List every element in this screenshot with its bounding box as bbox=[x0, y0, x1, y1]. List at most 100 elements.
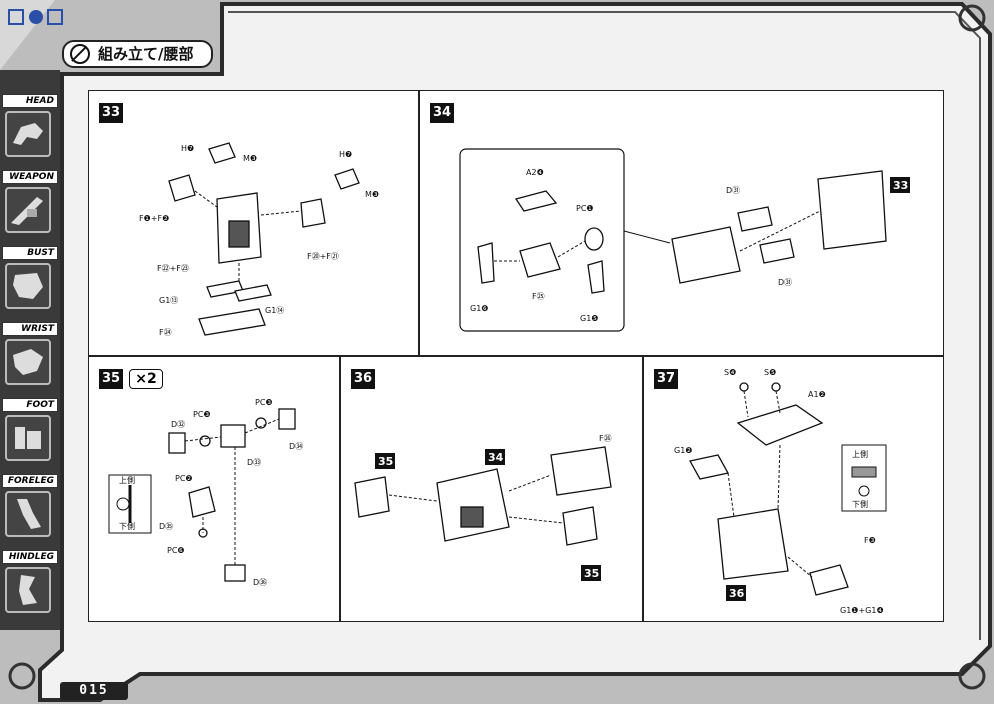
ref-badge bbox=[375, 453, 395, 469]
legend-bottom: 下側 bbox=[852, 499, 868, 509]
h7-part-right bbox=[334, 168, 360, 190]
nav-item-head[interactable]: HEAD bbox=[0, 92, 62, 168]
part-label: G1⑬ bbox=[159, 296, 178, 305]
pc3-part bbox=[199, 435, 211, 447]
nav-item-weapon[interactable]: WEAPON bbox=[0, 168, 62, 244]
step-34-diagram: A2❹ PC❶ G1❻ F㉕ G1❺ D㉛ D㉛ 33 bbox=[459, 148, 910, 332]
step-number: 37 bbox=[654, 369, 678, 389]
ref-number: 36 bbox=[729, 587, 745, 600]
step-35-panel: 35 ×2 上側 下側 PC❸ PC❸ D㉜ D㉝ PC❷ D㉞ PC❻ bbox=[88, 356, 340, 622]
part-label: F㉒+F㉓ bbox=[157, 264, 189, 273]
wrist-icon bbox=[5, 339, 51, 385]
h7-part-left bbox=[208, 142, 236, 164]
part-label: G1❻ bbox=[470, 304, 488, 313]
f24-part bbox=[198, 308, 266, 336]
nav-label: FOOT bbox=[2, 398, 58, 412]
d33-part bbox=[220, 424, 246, 448]
part-label: D㉛ bbox=[778, 278, 792, 287]
ref-badge bbox=[890, 177, 910, 193]
step-37-panel: 37 上側 下側 S❹ S❺ A1❷ G1❷ F❸ G1❶+G1❹ 36 bbox=[643, 356, 944, 622]
ref-number: 34 bbox=[488, 451, 504, 464]
step35-right bbox=[562, 506, 598, 546]
site-logo bbox=[8, 8, 64, 30]
step-37-diagram: 上側 下側 S❹ S❺ A1❷ G1❷ F❸ G1❶+G1❹ 36 bbox=[674, 368, 887, 615]
f26-part bbox=[550, 446, 612, 496]
nav-item-foot[interactable]: FOOT bbox=[0, 396, 62, 472]
part-label: F㉖ bbox=[599, 434, 612, 443]
part-label: G1❶+G1❹ bbox=[840, 606, 884, 615]
pc1-part bbox=[584, 227, 604, 251]
pc3b-part bbox=[255, 417, 267, 429]
part-label: PC❸ bbox=[193, 410, 211, 419]
step-number: 34 bbox=[430, 103, 454, 123]
bust-icon bbox=[5, 263, 51, 309]
nav-label: WRIST bbox=[2, 322, 58, 336]
nav-label: HINDLEG bbox=[2, 550, 58, 564]
nav-item-wrist[interactable]: WRIST bbox=[0, 320, 62, 396]
step33-assembly bbox=[817, 170, 887, 250]
ref-number: 35 bbox=[378, 455, 393, 468]
foot-icon bbox=[5, 415, 51, 461]
g16-part bbox=[477, 242, 495, 284]
part-label: D㊱ bbox=[253, 578, 267, 587]
nav-item-hindleg[interactable]: HINDLEG bbox=[0, 548, 62, 624]
gear-icon bbox=[70, 44, 90, 64]
step34-core bbox=[436, 468, 510, 542]
d31-upper bbox=[737, 206, 773, 232]
part-label: S❺ bbox=[764, 368, 776, 377]
part-label: S❹ bbox=[724, 368, 736, 377]
nav-item-foreleg[interactable]: FORELEG bbox=[0, 472, 62, 548]
part-label: G1❷ bbox=[674, 446, 692, 455]
s5-part bbox=[771, 382, 781, 392]
ref-badge bbox=[581, 565, 601, 581]
site-logo-mark bbox=[8, 9, 63, 25]
d34-part bbox=[278, 408, 296, 430]
nav-label: FORELEG bbox=[2, 474, 58, 488]
part-label: D㉝ bbox=[247, 458, 261, 467]
s4-part bbox=[739, 382, 749, 392]
g12-part bbox=[689, 454, 729, 480]
step36-assembly bbox=[717, 508, 789, 580]
nav-label: WEAPON bbox=[2, 170, 58, 184]
weapon-icon bbox=[5, 187, 51, 233]
g1-combo-part bbox=[809, 564, 849, 596]
d32-part bbox=[168, 432, 186, 454]
step-33-diagram: H❼ M❸ H❼ M❸ F❶+F❷ F㉒+F㉓ F⑳+F㉑ G1⑬ G1⑭ F㉔ bbox=[139, 142, 379, 337]
g1-part-right bbox=[234, 284, 272, 302]
step-number: 36 bbox=[351, 369, 375, 389]
side-part-right bbox=[300, 198, 326, 228]
step-34-panel: 34 A2❹ PC❶ G1❻ F㉕ G1❺ D㉛ D㉛ 33 bbox=[419, 90, 944, 356]
g15-part bbox=[587, 260, 605, 294]
part-label: F❶+F❷ bbox=[139, 214, 169, 223]
part-label: F㉔ bbox=[159, 328, 172, 337]
part-label: M❸ bbox=[243, 154, 257, 163]
detail-callout bbox=[459, 148, 625, 332]
multiplier-badge: ×2 bbox=[129, 369, 163, 389]
nav-label: BUST bbox=[2, 246, 58, 260]
d36-part bbox=[224, 564, 246, 582]
a2-part bbox=[514, 190, 558, 212]
head-icon bbox=[5, 111, 51, 157]
nav-item-bust[interactable]: BUST bbox=[0, 244, 62, 320]
part-label: F㉕ bbox=[532, 292, 545, 301]
orientation-legend bbox=[841, 444, 887, 512]
d31-lower bbox=[759, 238, 795, 264]
part-label: H❼ bbox=[339, 150, 352, 159]
legend-bottom: 下側 bbox=[119, 521, 135, 531]
core-vent bbox=[460, 506, 484, 528]
page-number: 015 bbox=[60, 682, 128, 700]
d35-part bbox=[188, 486, 216, 518]
part-label: PC❶ bbox=[576, 204, 594, 213]
part-label: PC❷ bbox=[175, 474, 193, 483]
section-title-text: 組み立て/腰部 bbox=[98, 45, 194, 63]
legend-top: 上側 bbox=[852, 449, 868, 459]
part-label: A1❷ bbox=[808, 390, 826, 399]
part-label: H❼ bbox=[181, 144, 194, 153]
legend-top: 上側 bbox=[119, 475, 135, 485]
assembled-core bbox=[671, 226, 741, 284]
part-label: F❸ bbox=[864, 536, 876, 545]
step-number: 33 bbox=[99, 103, 123, 123]
core-vent bbox=[228, 220, 250, 248]
part-label: G1⑭ bbox=[265, 306, 284, 315]
step-33-panel: 33 H❼ M❸ H❼ M❸ F❶+F❷ F㉒+F㉓ F⑳+F㉑ G1⑬ G1⑭… bbox=[88, 90, 419, 356]
